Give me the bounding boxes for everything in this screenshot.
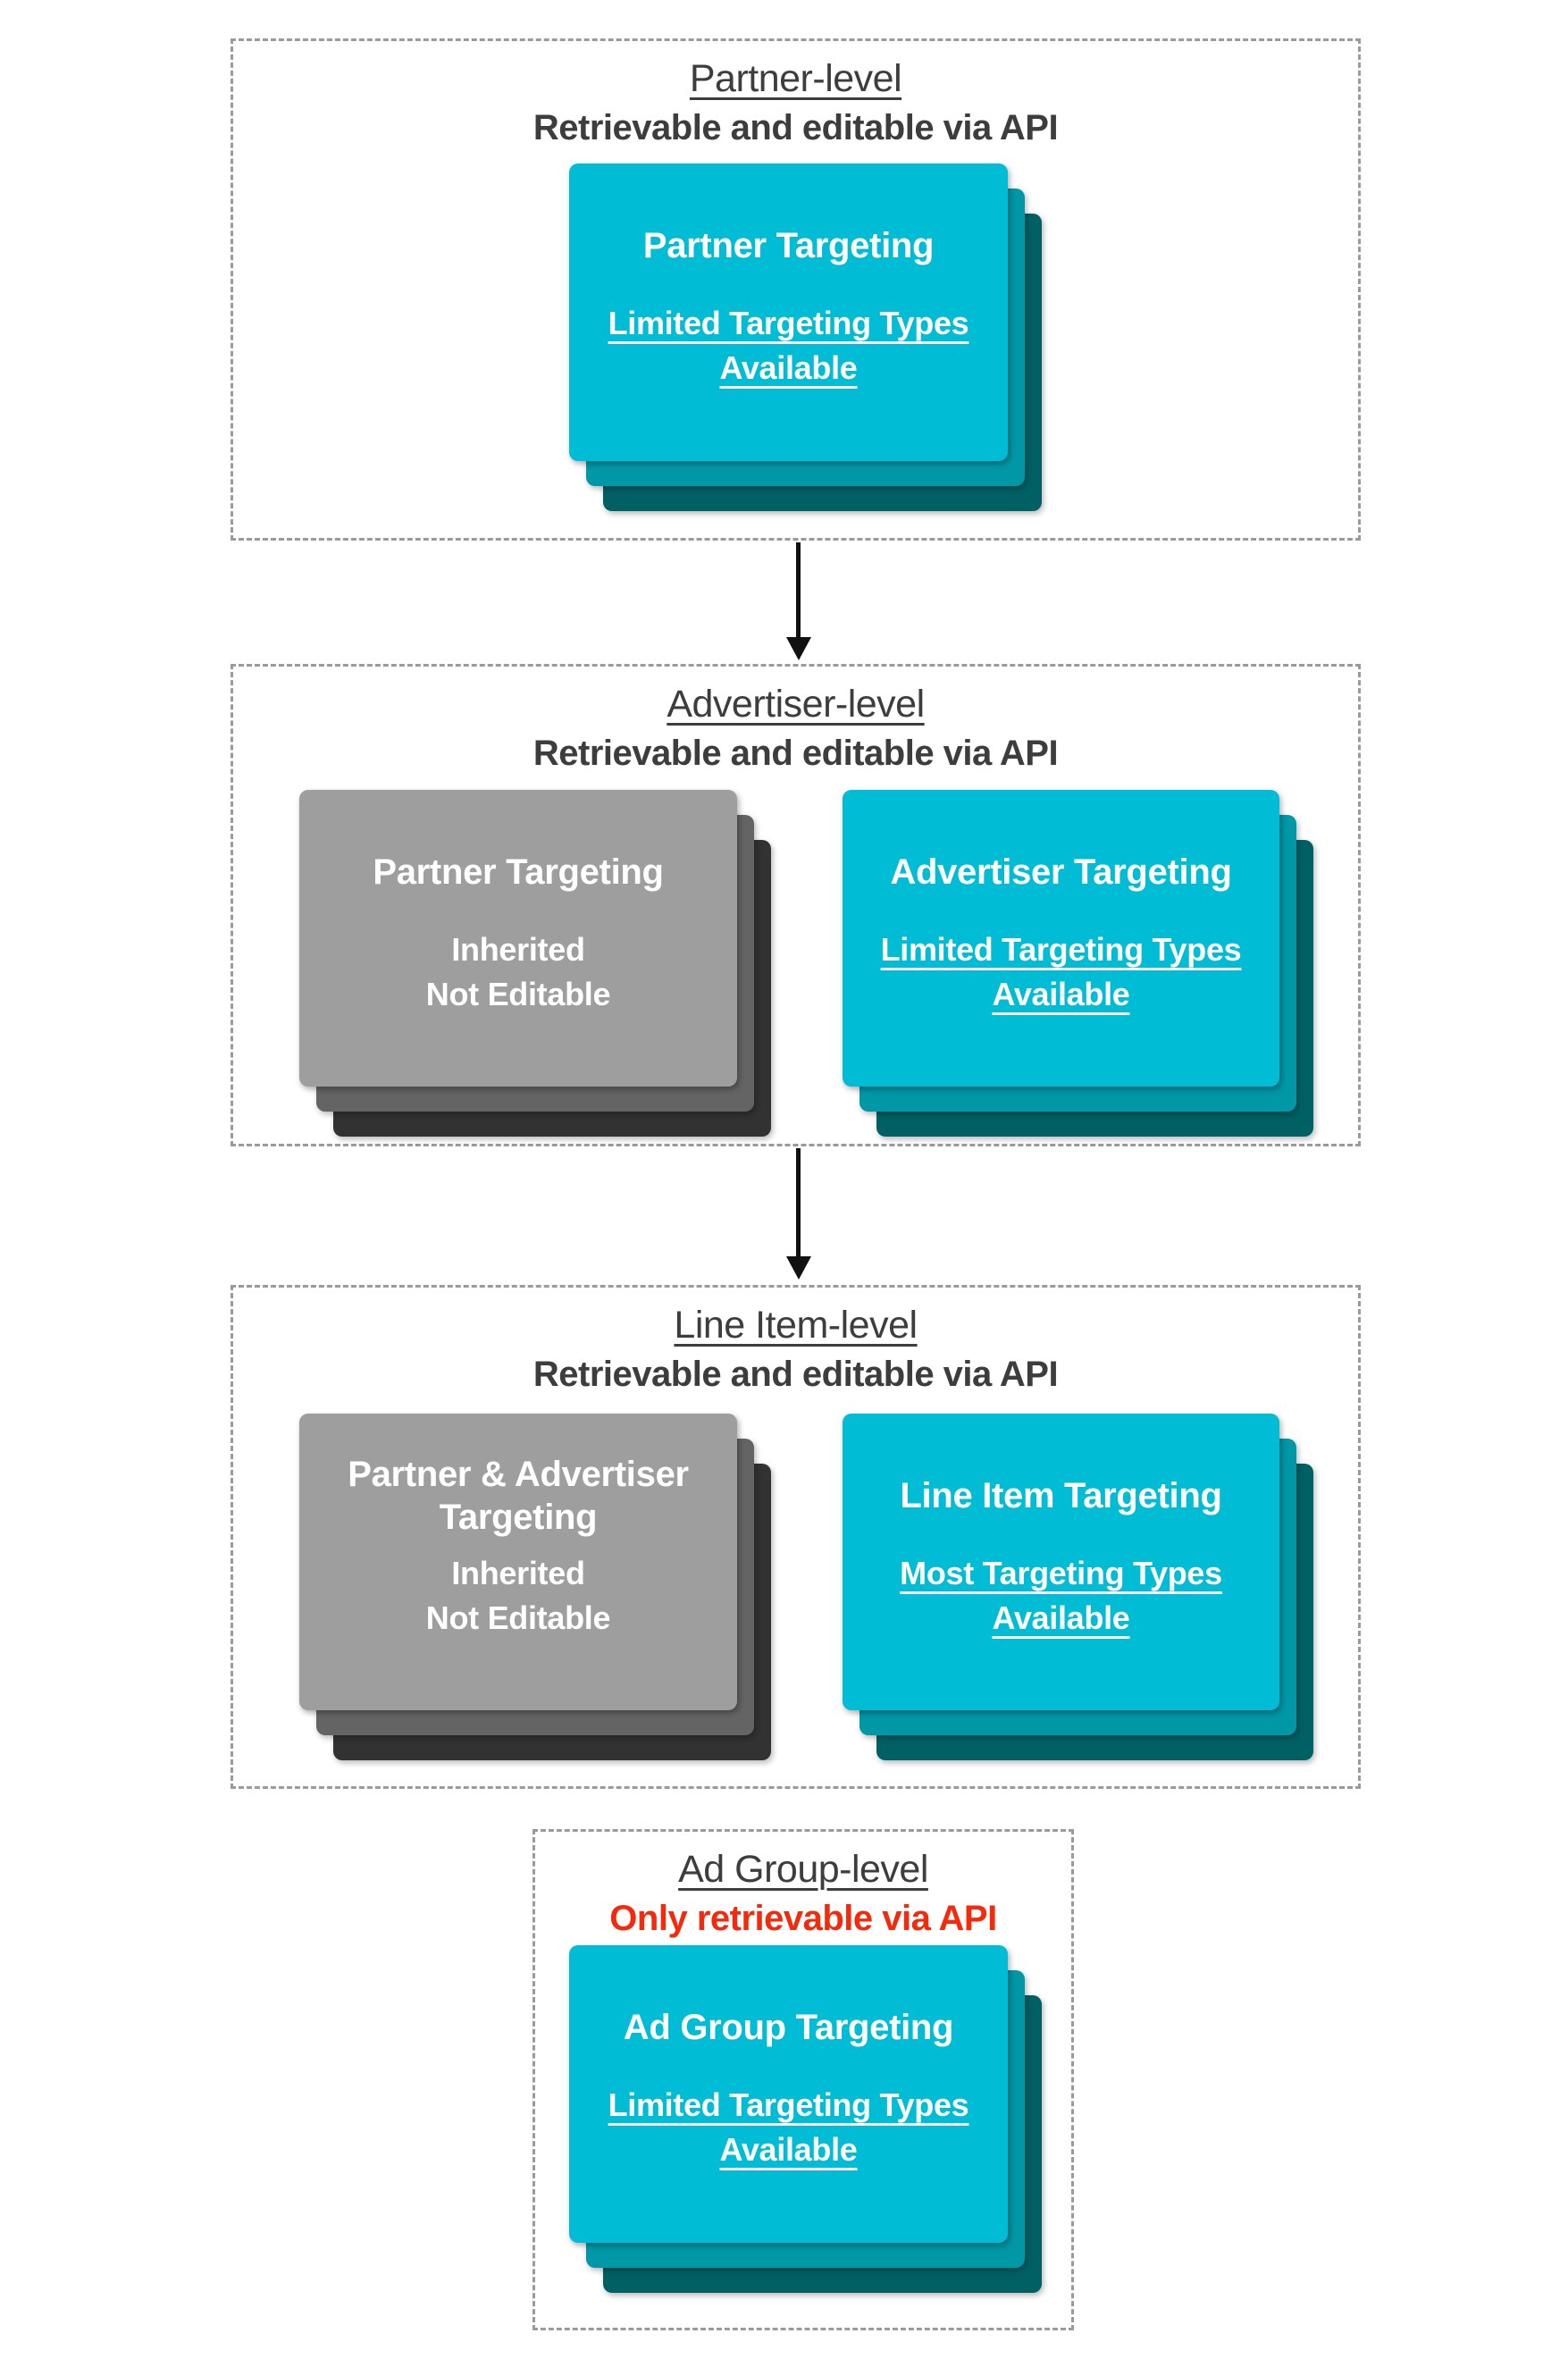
card-stack-partner-targeting: Partner Targeting Limited Targeting Type…: [569, 164, 1042, 511]
card-body: Inherited Not Editable: [308, 1551, 728, 1641]
card-body: Limited Targeting Types Available: [578, 301, 999, 390]
section-title: Advertiser-level: [667, 683, 925, 726]
card-ad-group-targeting: Ad Group Targeting Limited Targeting Typ…: [569, 1945, 1008, 2243]
card-partner-targeting-inherited: Partner Targeting Inherited Not Editable: [299, 790, 737, 1087]
card-title: Advertiser Targeting: [890, 852, 1232, 892]
card-stack-ad-group-targeting: Ad Group Targeting Limited Targeting Typ…: [569, 1945, 1042, 2293]
flow-arrow-down-2: [796, 1148, 801, 1258]
card-partner-advertiser-targeting-inherited: Partner & Advertiser Targeting Inherited…: [299, 1414, 737, 1710]
section-title: Line Item-level: [674, 1304, 918, 1347]
card-stack-inherited-partner-advertiser-targeting: Partner & Advertiser Targeting Inherited…: [299, 1414, 771, 1760]
card-partner-targeting: Partner Targeting Limited Targeting Type…: [569, 164, 1008, 461]
card-title: Partner Targeting: [642, 226, 935, 265]
section-subtitle: Retrievable and editable via API: [532, 108, 1059, 147]
card-body: Limited Targeting Types Available: [578, 2083, 999, 2172]
card-body: Inherited Not Editable: [308, 927, 728, 1017]
card-body-line: Limited Targeting Types: [608, 305, 969, 341]
card-body-line: Limited Targeting Types: [608, 2086, 969, 2123]
section-ad-group-level: Ad Group-level Only retrievable via API …: [532, 1829, 1074, 2330]
section-subtitle: Retrievable and editable via API: [532, 1355, 1059, 1394]
section-subtitle: Only retrievable via API: [609, 1899, 997, 1938]
card-body-line: Inherited: [451, 931, 585, 968]
card-body-line: Available: [719, 349, 858, 386]
section-line-item-level: Line Item-level Retrievable and editable…: [231, 1285, 1361, 1789]
card-title: Partner Targeting: [373, 852, 664, 892]
card-title: Line Item Targeting: [900, 1476, 1222, 1515]
card-body-line: Available: [992, 976, 1130, 1012]
section-heading: Ad Group-level Only retrievable via API: [535, 1832, 1071, 1943]
section-heading: Partner-level Retrievable and editable v…: [233, 41, 1358, 152]
card-title: Partner & Advertiser Targeting: [348, 1455, 689, 1537]
card-body-line: Available: [992, 1599, 1130, 1636]
card-stack-inherited-partner-targeting: Partner Targeting Inherited Not Editable: [299, 790, 771, 1137]
card-line-item-targeting: Line Item Targeting Most Targeting Types…: [843, 1414, 1279, 1710]
section-title: Partner-level: [689, 57, 902, 100]
card-body-line: Not Editable: [425, 1599, 611, 1636]
card-body-line: Limited Targeting Types: [880, 931, 1242, 968]
card-body-line: Inherited: [451, 1555, 585, 1591]
section-subtitle: Retrievable and editable via API: [532, 734, 1059, 773]
card-body-line: Most Targeting Types: [900, 1555, 1222, 1591]
section-heading: Line Item-level Retrievable and editable…: [233, 1288, 1358, 1398]
card-body: Limited Targeting Types Available: [851, 927, 1270, 1017]
flow-arrow-down-1: [796, 542, 801, 639]
section-partner-level: Partner-level Retrievable and editable v…: [231, 38, 1361, 541]
section-heading: Advertiser-level Retrievable and editabl…: [233, 667, 1358, 777]
card-stack-line-item-targeting: Line Item Targeting Most Targeting Types…: [843, 1414, 1313, 1760]
card-body: Most Targeting Types Available: [851, 1551, 1270, 1641]
card-advertiser-targeting: Advertiser Targeting Limited Targeting T…: [843, 790, 1279, 1087]
card-title: Ad Group Targeting: [623, 2008, 954, 2047]
card-body-line: Available: [719, 2131, 858, 2168]
section-advertiser-level: Advertiser-level Retrievable and editabl…: [231, 664, 1361, 1146]
section-title: Ad Group-level: [678, 1848, 928, 1891]
card-body-line: Not Editable: [425, 976, 611, 1012]
card-stack-advertiser-targeting: Advertiser Targeting Limited Targeting T…: [843, 790, 1313, 1137]
